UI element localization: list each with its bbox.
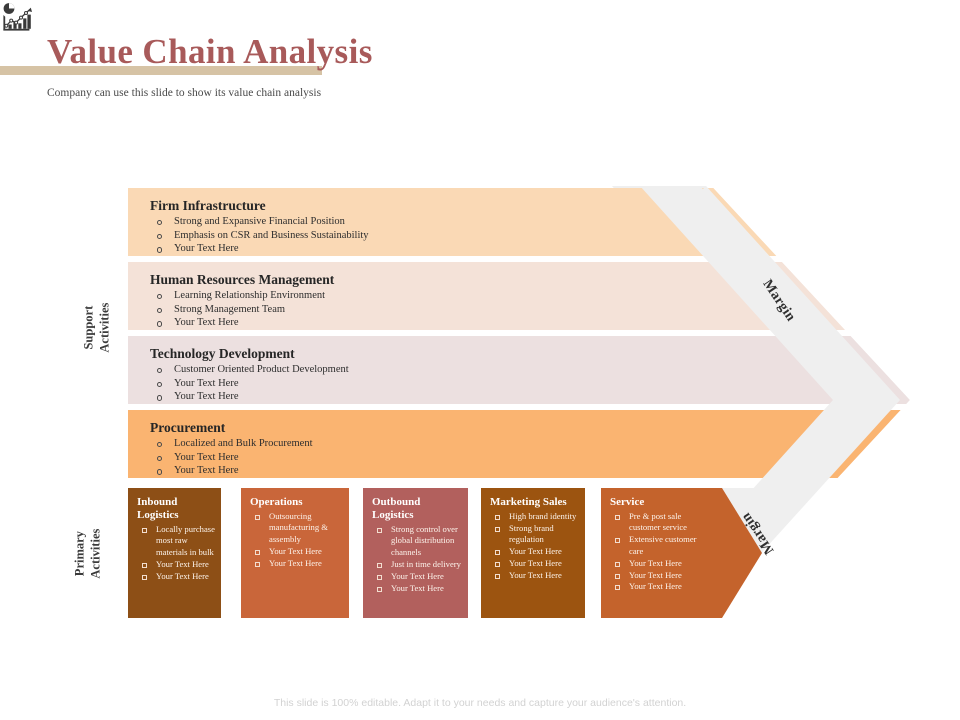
support-row-title: Human Resources Management (150, 272, 335, 287)
support-list-item: Strong Management Team (150, 303, 648, 317)
primary-box-marketing-sales[interactable]: Marketing Sales High brand identity Stro… (481, 488, 585, 618)
primary-list-item: Your Text Here (250, 558, 343, 569)
support-activities-label: Support Activities (81, 268, 112, 388)
support-list-item: Strong and Expansive Financial Position (150, 215, 648, 229)
primary-box-service[interactable]: Service Pre & post sale customer service… (601, 488, 716, 618)
primary-list-item: Your Text Here (372, 571, 462, 582)
support-row-list: Customer Oriented Product Development Yo… (150, 363, 648, 404)
primary-box-inbound-logistics[interactable]: Inbound Logistics Locally purchase most … (128, 488, 221, 618)
support-row-list: Strong and Expansive Financial Position … (150, 215, 648, 256)
primary-list-item: Your Text Here (490, 558, 579, 569)
support-row-title: Procurement (150, 420, 226, 435)
primary-list-item: Your Text Here (372, 583, 462, 594)
primary-list-item: Your Text Here (610, 558, 710, 569)
primary-activities-label-line1: Primary (72, 531, 87, 577)
support-row-title: Firm Infrastructure (150, 198, 266, 213)
primary-box-title: Operations (250, 496, 303, 508)
support-list-item: Localized and Bulk Procurement (150, 437, 648, 451)
support-list-item: Your Text Here (150, 390, 648, 404)
primary-list-item: Your Text Here (250, 546, 343, 557)
primary-list-item: Your Text Here (490, 570, 579, 581)
primary-box-list: Pre & post sale customer service Extensi… (610, 511, 710, 593)
support-list-item: Learning Relationship Environment (150, 289, 648, 303)
primary-list-item: Extensive customer care (610, 534, 710, 557)
support-activities-label-line2: Activities (97, 302, 111, 353)
support-row-human-resources-management[interactable]: Human Resources Management Learning Rela… (128, 272, 648, 330)
support-row-list: Localized and Bulk Procurement Your Text… (150, 437, 648, 478)
primary-list-item: Your Text Here (610, 570, 710, 581)
footer-note: This slide is 100% editable. Adapt it to… (273, 697, 687, 709)
primary-box-title: Marketing Sales (490, 496, 567, 508)
primary-box-list: Locally purchase most raw materials in b… (137, 524, 215, 582)
primary-box-list: Strong control over global distribution … (372, 524, 462, 594)
primary-list-item: Your Text Here (137, 571, 215, 582)
page-subtitle: Company can use this slide to show its v… (47, 87, 322, 99)
primary-activities-label: Primary Activities (72, 494, 103, 614)
support-list-item: Your Text Here (150, 242, 648, 256)
support-list-item: Your Text Here (150, 451, 648, 465)
support-list-item: Your Text Here (150, 316, 648, 330)
support-row-technology-development[interactable]: Technology Development Customer Oriented… (128, 346, 648, 404)
support-row-list: Learning Relationship Environment Strong… (150, 289, 648, 330)
support-list-item: Customer Oriented Product Development (150, 363, 648, 377)
combo-chart-icon (3, 3, 32, 31)
primary-list-item: Just in time delivery (372, 559, 462, 570)
support-list-item: Emphasis on CSR and Business Sustainabil… (150, 229, 648, 243)
primary-list-item: Strong control over global distribution … (372, 524, 462, 558)
primary-box-title: Inbound Logistics (137, 496, 179, 521)
primary-list-item: Locally purchase most raw materials in b… (137, 524, 215, 558)
primary-box-title: Outbound Logistics (372, 496, 421, 521)
primary-box-outbound-logistics[interactable]: Outbound Logistics Strong control over g… (363, 488, 468, 618)
primary-box-operations[interactable]: Operations Outsourcing manufacturing & a… (241, 488, 349, 618)
primary-activities-label-line2: Activities (88, 528, 102, 579)
title-underline-bar (0, 66, 322, 75)
primary-list-item: Your Text Here (490, 546, 579, 557)
primary-box-title: Service (610, 496, 645, 508)
support-row-procurement[interactable]: Procurement Localized and Bulk Procureme… (128, 420, 648, 478)
primary-list-item: Pre & post sale customer service (610, 511, 710, 534)
primary-list-item: Outsourcing manufacturing & assembly (250, 511, 343, 545)
primary-list-item: Your Text Here (137, 559, 215, 570)
page-title: Value Chain Analysis (47, 32, 373, 71)
primary-list-item: Strong brand regulation (490, 523, 579, 546)
primary-list-item: Your Text Here (610, 581, 710, 592)
support-row-firm-infrastructure[interactable]: Firm Infrastructure Strong and Expansive… (128, 198, 648, 256)
primary-box-list: High brand identity Strong brand regulat… (490, 511, 579, 581)
primary-box-list: Outsourcing manufacturing & assembly You… (250, 511, 343, 569)
support-row-title: Technology Development (150, 346, 295, 361)
support-bars-final (128, 180, 960, 620)
support-list-item: Your Text Here (150, 464, 648, 478)
primary-list-item: High brand identity (490, 511, 579, 522)
support-activities-label-line1: Support (81, 305, 96, 350)
support-list-item: Your Text Here (150, 377, 648, 391)
